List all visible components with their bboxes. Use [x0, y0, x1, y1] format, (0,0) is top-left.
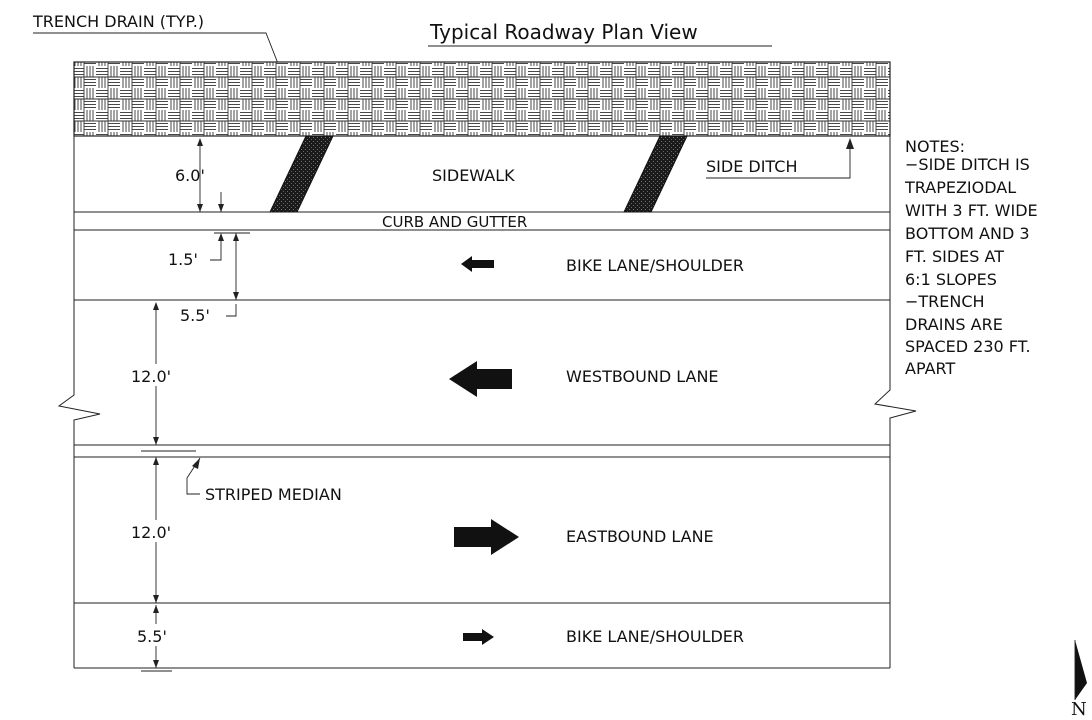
roadway-edge-left [57, 136, 101, 668]
dim-westbound-value: 12.0' [131, 367, 171, 386]
drawing-title: Typical Roadway Plan View [429, 20, 698, 44]
trench-drain-2 [623, 135, 688, 213]
notes-line: 6:1 SLOPES [905, 270, 997, 289]
dim-bike-bottom-arrow-bottom [153, 660, 159, 668]
notes-line: WITH 3 FT. WIDE [905, 201, 1038, 220]
side-ditch-leader [706, 140, 851, 179]
striped-median-callout: STRIPED MEDIAN [205, 485, 342, 504]
side-ditch-leader-arrow [846, 138, 854, 149]
notes-line: BOTTOM AND 3 [905, 224, 1030, 243]
bike-lane-bottom-arrow-icon [463, 629, 494, 645]
notes-line: DRAINS ARE [905, 315, 1003, 334]
notes-line: TRAPEZIODAL [904, 178, 1016, 197]
striped-median-leader-arrow [192, 458, 200, 469]
roadway-edge-right [873, 136, 917, 668]
notes-line: FT. SIDES AT [905, 247, 1004, 266]
sidewalk-paver-band [73, 61, 891, 137]
westbound-arrow-icon [449, 361, 512, 397]
notes-line: −SIDE DITCH IS [905, 155, 1030, 174]
dim-bike-top-arrow-bottom [233, 292, 239, 300]
dim-bike-top-value: 5.5' [180, 306, 210, 325]
dim-gutter-leader [210, 236, 222, 261]
striped-median-leader [186, 457, 201, 495]
dim-bike-top-leader [226, 304, 237, 317]
north-arrow-label: N [1071, 699, 1087, 720]
eastbound-label: EASTBOUND LANE [566, 527, 714, 546]
westbound-label: WESTBOUND LANE [566, 367, 719, 386]
notes-block: NOTES: −SIDE DITCH IS TRAPEZIODAL WITH 3… [904, 137, 1038, 378]
north-arrow-icon: N [1071, 640, 1087, 720]
trench-drain-1 [269, 135, 334, 213]
dim-sidewalk-arrow-top [197, 138, 203, 146]
eastbound-arrow-icon [454, 519, 519, 555]
bike-lane-bottom-label: BIKE LANE/SHOULDER [566, 627, 744, 646]
notes-line: SPACED 230 FT. [905, 337, 1031, 356]
dim-bike-bottom-value: 5.5' [137, 627, 167, 646]
dim-bike-bottom-arrow-top [153, 605, 159, 613]
dim-curb-arrow-a [218, 204, 224, 212]
dim-bike-top-arrow-top [233, 233, 239, 241]
dim-sidewalk-arrow-bottom [197, 204, 203, 212]
trench-drain-callout: TRENCH DRAIN (TYP.) [32, 12, 204, 31]
notes-heading: NOTES: [905, 137, 965, 156]
dim-westbound-arrow-bottom [153, 437, 159, 445]
dim-gutter-value: 1.5' [168, 250, 198, 269]
dim-eastbound-value: 12.0' [131, 523, 171, 542]
dim-westbound-arrow-top [153, 302, 159, 310]
notes-line: −TRENCH [905, 292, 985, 311]
side-ditch-callout: SIDE DITCH [706, 157, 797, 176]
notes-line: APART [905, 359, 955, 378]
bike-lane-top-label: BIKE LANE/SHOULDER [566, 256, 744, 275]
dim-eastbound-arrow-bottom [153, 595, 159, 603]
dim-gutter-arrow [218, 233, 224, 241]
curb-gutter-label: CURB AND GUTTER [382, 213, 527, 231]
dim-sidewalk-value: 6.0' [175, 166, 205, 185]
dim-eastbound-arrow-top [153, 457, 159, 465]
sidewalk-label: SIDEWALK [432, 166, 515, 185]
bike-lane-top-arrow-icon [461, 256, 494, 272]
